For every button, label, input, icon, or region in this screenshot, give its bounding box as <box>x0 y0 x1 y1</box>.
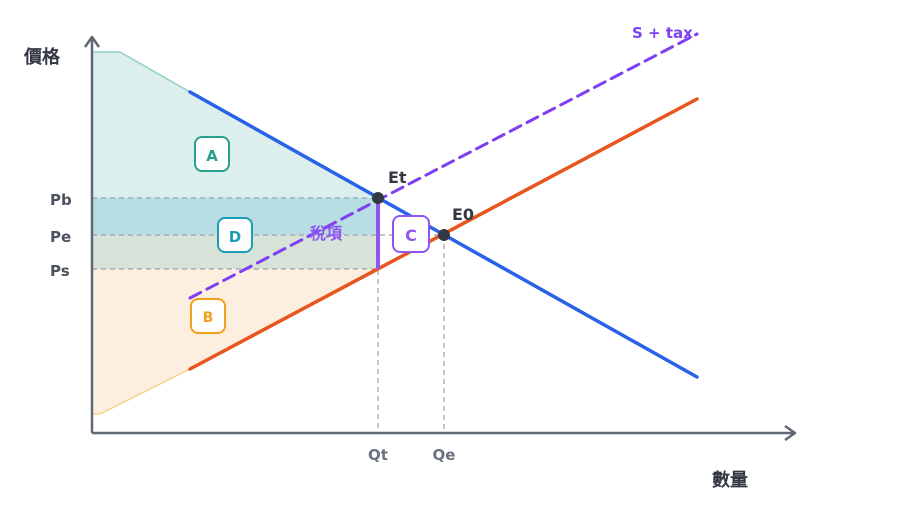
supply-tax-label: S + tax <box>632 24 693 42</box>
x-axis-arrow <box>784 424 797 442</box>
qt-label: Qt <box>368 446 388 464</box>
e0-label: E0 <box>452 205 474 224</box>
point-e0 <box>438 229 450 241</box>
badge-c: C <box>392 215 430 253</box>
supply-tax-curve <box>188 32 699 300</box>
badge-b: B <box>190 298 226 334</box>
badge-b-label: B <box>203 310 214 326</box>
badge-c-label: C <box>405 226 417 245</box>
et-label: Et <box>388 168 407 187</box>
x-axis-label: 數量 <box>712 469 748 491</box>
badge-d-label: D <box>229 228 241 246</box>
pb-label: Pb <box>50 191 72 209</box>
point-et <box>372 192 384 204</box>
consumer-surplus-area-a <box>92 52 378 198</box>
tax-label: 稅項 <box>310 224 343 243</box>
ps-label: Ps <box>50 262 70 280</box>
area-b-edge <box>92 368 191 415</box>
badge-d: D <box>217 217 253 253</box>
badge-a: A <box>194 136 230 172</box>
area-a-edge <box>92 51 191 93</box>
y-axis-label: 價格 <box>23 46 61 68</box>
y-axis-arrow <box>83 35 101 48</box>
pe-label: Pe <box>50 228 71 246</box>
badge-a-label: A <box>206 147 218 165</box>
qe-label: Qe <box>433 446 456 464</box>
